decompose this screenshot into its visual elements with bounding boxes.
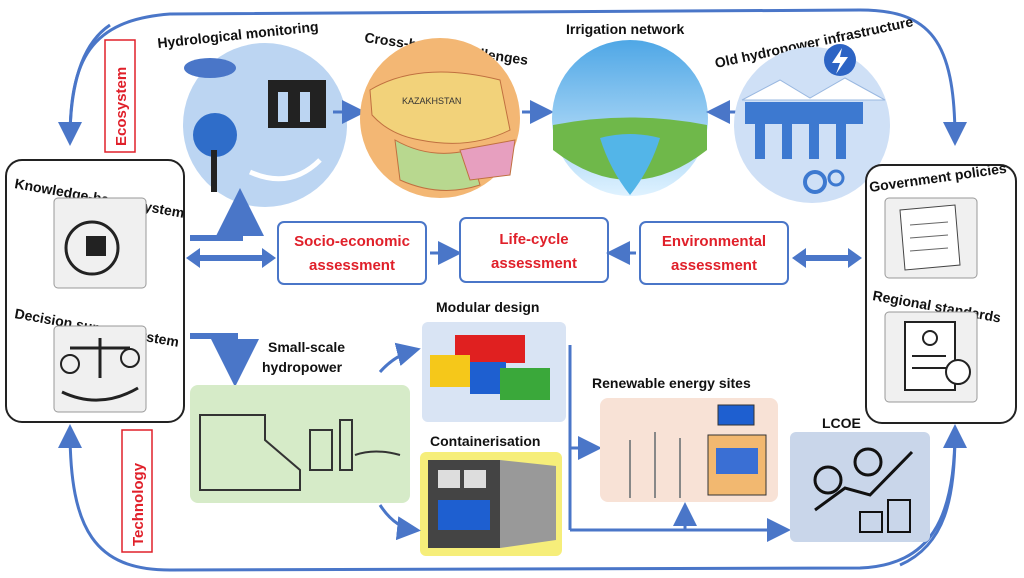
cloud-icon <box>184 58 236 78</box>
top-loop-left-head <box>58 23 111 146</box>
cross-border-node: Cross-border challenges KAZAKHSTAN <box>360 29 529 198</box>
arrow-smallhydro-modular <box>378 342 421 373</box>
socio-economic-assessment: Socio-economic assessment <box>277 221 427 285</box>
small-line2: hydropower <box>262 359 343 375</box>
right-panel: Government policies Regional standards <box>865 160 1017 424</box>
small-line1: Small-scale <box>268 339 345 355</box>
socio-line2: assessment <box>309 257 395 274</box>
gear-icon <box>803 170 827 194</box>
container-label: Containerisation <box>430 433 540 449</box>
irrigation-node: Irrigation network <box>552 21 708 196</box>
dam-cross-section-icon <box>199 414 301 491</box>
life-line2: assessment <box>491 255 577 272</box>
dam-icon <box>268 80 326 128</box>
document-icon <box>899 204 961 271</box>
bottom-loop-right-head <box>899 424 967 567</box>
renewable-label: Renewable energy sites <box>592 375 751 391</box>
brain-chip-icon <box>64 220 120 276</box>
map-country-label: KAZAKHSTAN <box>402 96 461 106</box>
life-line1: Life-cycle <box>499 231 568 248</box>
tree-icon <box>193 113 237 157</box>
arrow-smallhydro-container <box>378 504 421 541</box>
irrigation-label: Irrigation network <box>566 21 684 37</box>
environmental-assessment: Environmental assessment <box>639 221 789 285</box>
coin-chart-icon <box>813 465 843 495</box>
technology-text: Technology <box>130 462 147 546</box>
containerisation-node: Containerisation <box>420 433 562 556</box>
env-line1: Environmental <box>662 233 766 250</box>
modular-label: Modular design <box>436 299 539 315</box>
socio-line1: Socio-economic <box>294 233 410 250</box>
lcoe-node: LCOE <box>790 415 930 542</box>
arrow-left-to-smallhydro <box>190 333 259 387</box>
left-panel: Knowledge-based system Decision support … <box>5 159 186 423</box>
lcoe-label: LCOE <box>822 415 861 431</box>
hydrological-monitoring-node: Hydrological monitoring <box>157 18 347 207</box>
hydrological-label: Hydrological monitoring <box>157 18 320 51</box>
modular-design-node: Modular design <box>422 299 566 422</box>
env-line2: assessment <box>671 257 757 274</box>
technology-side-label: Technology <box>121 429 153 553</box>
ecosystem-text: Ecosystem <box>113 67 130 146</box>
arrow-left-to-hydro <box>190 188 264 241</box>
life-cycle-assessment: Life-cycle assessment <box>459 217 609 283</box>
bottom-loop-arrow <box>58 424 957 572</box>
ecosystem-side-label: Ecosystem <box>104 39 136 153</box>
renewable-energy-node: Renewable energy sites <box>592 375 778 502</box>
small-scale-hydropower-node: Small-scale hydropower <box>190 339 410 503</box>
